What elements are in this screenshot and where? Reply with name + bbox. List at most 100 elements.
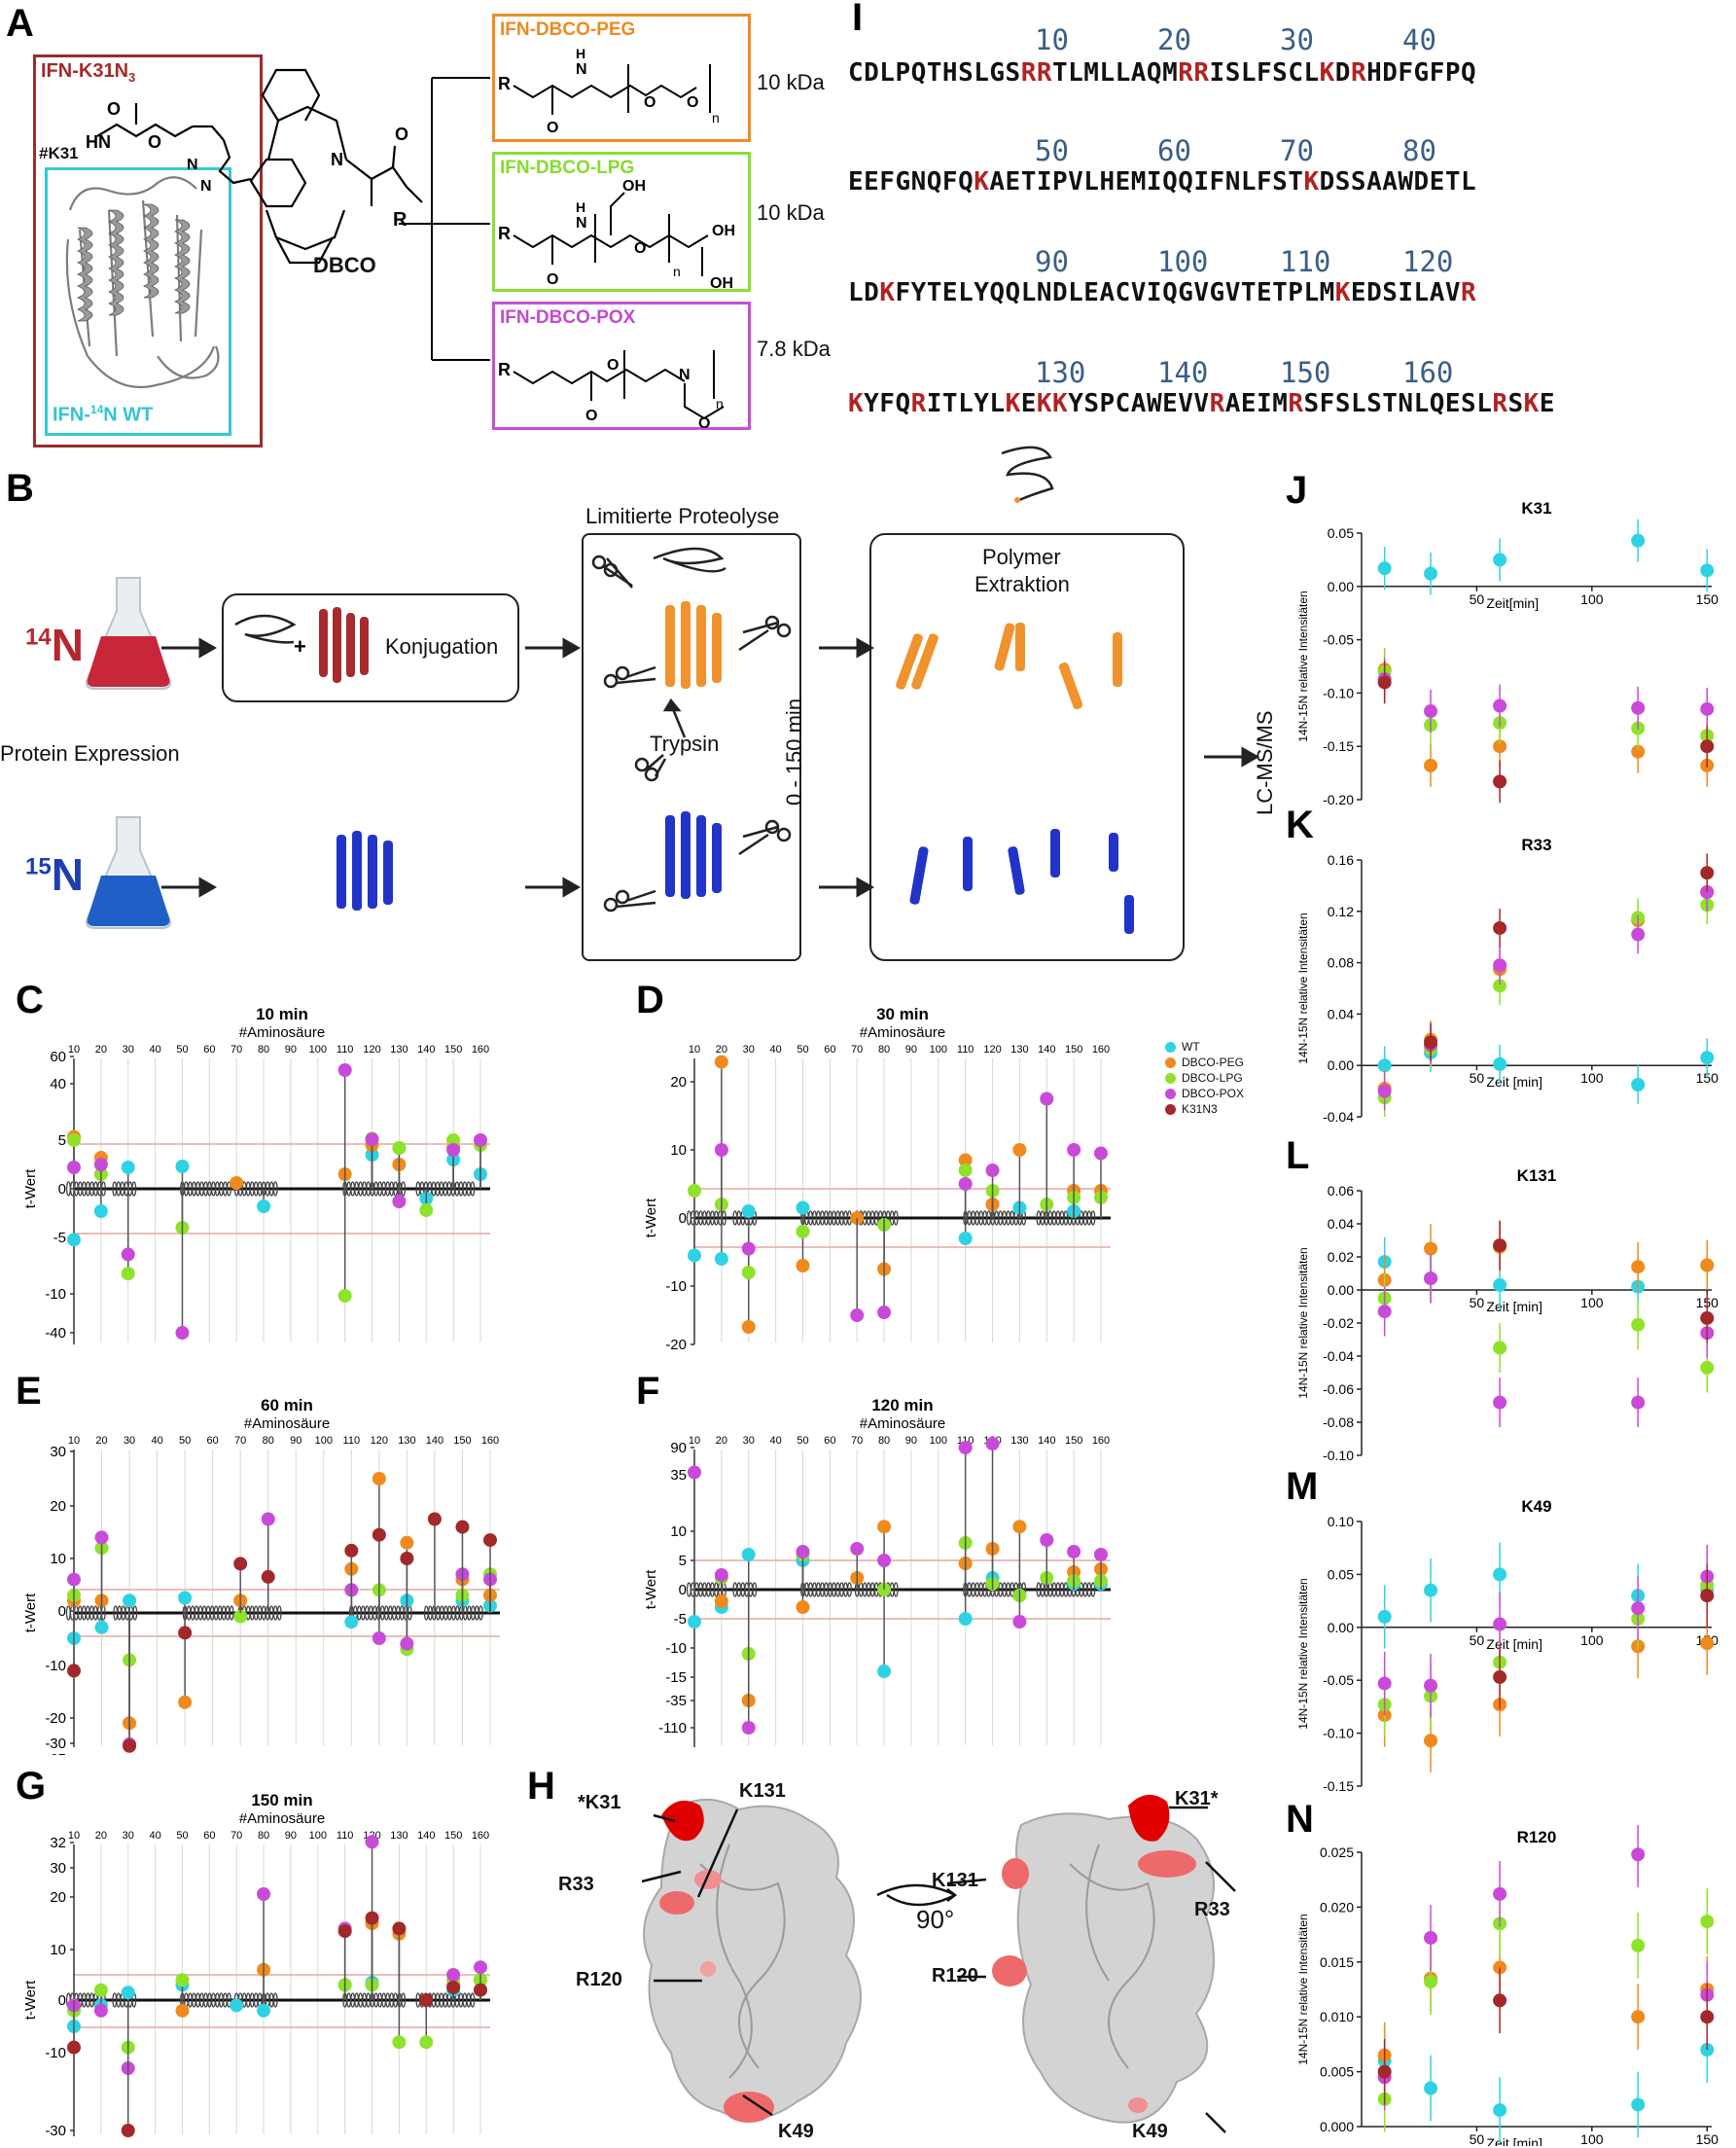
y-tick-label: 10 [50, 1551, 66, 1567]
lpg-h: H [576, 199, 585, 215]
chart-title: R120 [1517, 1828, 1557, 1846]
y-tick-label: -20 [45, 1710, 66, 1727]
y-tick-label: 10 [670, 1523, 687, 1540]
h-left-k131: K131 [739, 1780, 786, 1802]
data-point [419, 1203, 434, 1217]
legend-marker [1165, 1041, 1176, 1053]
seq-residue-highlight: K [974, 167, 990, 197]
helix-glyph [342, 1181, 407, 1197]
x-axis-label: #Aminosäure [860, 1024, 945, 1041]
y-tick-label: 0.005 [1320, 2064, 1354, 2080]
x-tick-label: 90 [285, 1044, 297, 1056]
lpg-oh-2: OH [712, 223, 735, 239]
protein-structure-grey [65, 176, 220, 389]
timeplot-l-k131: K1310.060.040.020.00-0.02-0.04-0.06-0.08… [1296, 1166, 1718, 1463]
data-point [1700, 1915, 1715, 1929]
peg-n: N [576, 61, 587, 78]
x-tick-label: 30 [743, 1435, 755, 1447]
data-point [714, 1594, 728, 1608]
x-tick-label: 70 [230, 1044, 242, 1056]
h-right-k131: K131 [932, 1870, 978, 1891]
data-point [1493, 2103, 1507, 2118]
data-point [1700, 1360, 1715, 1375]
data-point [1631, 700, 1646, 715]
data-point [121, 2124, 135, 2137]
x-tick-label: 100 [315, 1435, 333, 1447]
data-point [67, 1664, 81, 1678]
helix-glyph [113, 1605, 138, 1621]
data-point [121, 1986, 135, 2000]
y-axis-label: 14N-15N relative Intensitäten [1296, 1578, 1310, 1729]
data-point [1493, 1669, 1507, 1684]
data-point [372, 1631, 386, 1645]
chem-n-2: N [200, 178, 212, 195]
polymer-bracket [399, 77, 490, 361]
data-point [741, 1721, 756, 1735]
x-tick-label: 100 [1580, 1295, 1604, 1310]
data-point [1493, 979, 1507, 993]
data-point [688, 1248, 701, 1263]
x-tick-label: 130 [398, 1435, 415, 1447]
data-point [1493, 1395, 1507, 1410]
lpg-title: IFN-DBCO-LPG [500, 158, 635, 178]
proteolyse-icons [591, 547, 792, 913]
pox-o-2: O [607, 357, 619, 374]
y-tick-label: -0.20 [1323, 792, 1354, 807]
y-tick-label: 30 [50, 1860, 66, 1877]
x-tick-label: 120 [371, 1435, 388, 1447]
x-tick-label: 100 [1580, 591, 1604, 607]
data-point [67, 1572, 81, 1587]
helix-glyph [687, 1210, 726, 1226]
data-point [93, 1983, 108, 1997]
seq-number: 90 [1035, 245, 1069, 278]
data-point [474, 1133, 487, 1147]
flask-15n-icon [86, 816, 171, 929]
y-tick-label: 0.00 [1328, 1057, 1354, 1073]
data-point [257, 2003, 271, 2018]
data-point [474, 1960, 487, 1975]
x-tick-label: 20 [95, 1044, 107, 1056]
data-point [1012, 1143, 1027, 1157]
data-point [1377, 1058, 1392, 1073]
helix-turn [276, 1605, 282, 1621]
y-tick-label: -35 [665, 1693, 687, 1709]
x-tick-label: 110 [957, 1044, 974, 1056]
timeplot-m-k49: K490.100.050.00-0.05-0.10-0.1550100150Ze… [1296, 1497, 1718, 1794]
lpg-structure: R O N H OH O n OH OH [498, 178, 735, 292]
chart-title: 120 min [871, 1396, 933, 1414]
x-tick-label: 60 [824, 1044, 835, 1056]
seq-residue: FYTELYQQLNDLEACVIQGVGVTETPLM [895, 278, 1335, 307]
extraktion-label: Extraktion [974, 572, 1070, 596]
data-point [1377, 1305, 1392, 1319]
data-point [474, 1983, 487, 1997]
x-tick-label: 60 [203, 1830, 215, 1842]
data-point [1493, 1056, 1507, 1071]
seq-number: 20 [1157, 23, 1191, 56]
x-tick-label: 80 [878, 1044, 890, 1056]
seq-residue: EEFGNQFQ [848, 167, 974, 197]
protein-blue-icon [337, 831, 393, 911]
data-point [121, 1247, 135, 1262]
data-point [741, 1320, 756, 1334]
data-point [1424, 1678, 1438, 1693]
x-tick-label: 70 [234, 1435, 246, 1447]
data-point [1040, 1533, 1054, 1547]
data-point [1424, 758, 1438, 772]
polymer-strand-icon [1001, 446, 1054, 503]
helix-glyph [180, 1992, 231, 2008]
k31-box [33, 54, 263, 448]
x-tick-label: 100 [1580, 2131, 1604, 2146]
seq-line: CDLPQTHSLGSRRTLMLLAQMRRISLFSCLKDRHDFGFPQ [848, 58, 1476, 88]
y-tick-label: 20 [50, 1498, 66, 1515]
x-tick-label: 100 [309, 1830, 327, 1842]
seq-residue: YFQ [864, 389, 911, 418]
data-point [365, 1835, 379, 1849]
seq-residue: AEIM [1224, 389, 1289, 418]
chem-hn: HN [86, 132, 111, 152]
data-point [178, 1591, 193, 1605]
x-tick-label: 100 [1580, 1070, 1604, 1086]
seq-residue: E [1539, 389, 1555, 418]
data-point [175, 1326, 190, 1340]
data-point [741, 1548, 756, 1561]
